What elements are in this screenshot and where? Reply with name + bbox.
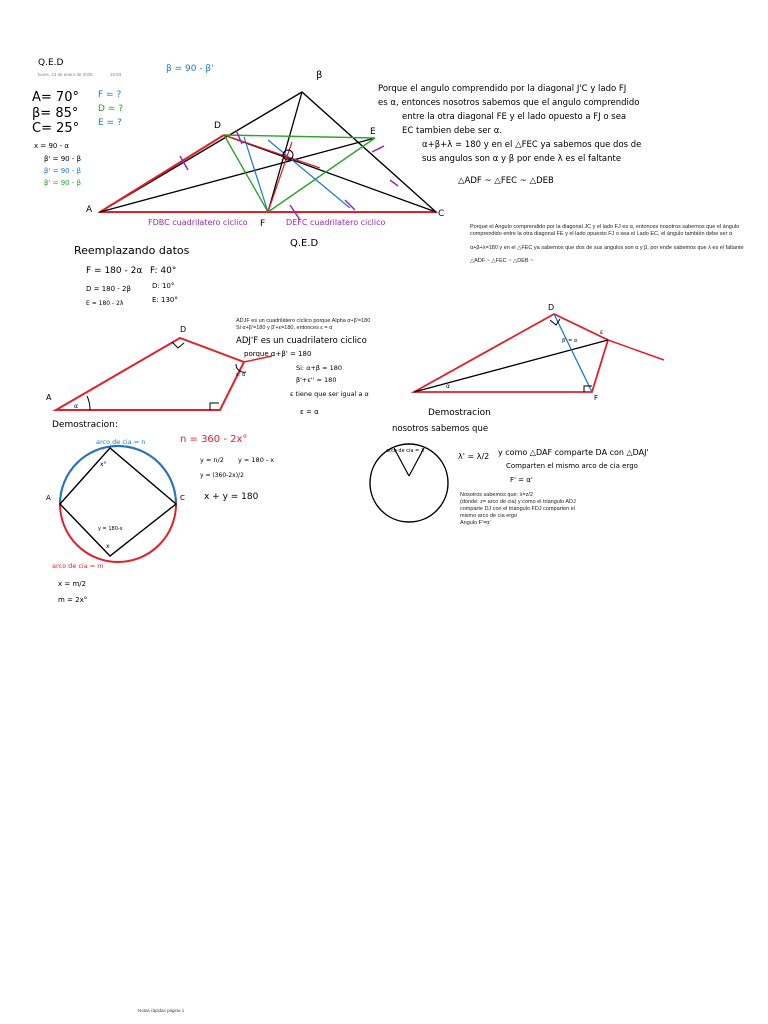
relation-2: β' = 90 - β: [44, 155, 82, 163]
relation-4: β' = 90 - β: [44, 179, 82, 187]
typed-bottom-l4: mismo arco de cia ergo: [460, 513, 518, 519]
quad-figure-2: A D α ε: α: [46, 325, 273, 411]
page-time: 10:53: [110, 72, 122, 77]
mid-hand-l4: β'+ε'' = 180: [296, 376, 337, 384]
hand-line-3: entre la otra diagonal FE y el lado opue…: [402, 112, 627, 122]
reemplazo-f1: F = 180 - 2α: [86, 266, 143, 276]
hand-line-2: es α, entonces nosotros sabemos que el a…: [378, 98, 640, 108]
arc-n-label: arco de cia = n: [96, 438, 146, 446]
fig3-angle-e: ε: [600, 329, 603, 336]
y-eq-1: y = n/2: [200, 456, 224, 464]
typed-right-p1: Porque el Angulo comprendido por la diag…: [470, 224, 740, 237]
relation-3: β' = 90 - β: [44, 167, 82, 175]
hand-line-1: Porque el angulo comprendido por la diag…: [378, 84, 627, 94]
hand-line-7: △ADF ~ △FEC ~ △DEB: [458, 176, 554, 186]
fig1-label-a: A: [86, 205, 93, 215]
y-eq-2: y = 180 - x: [238, 456, 275, 464]
reemplazo-d2: D: 10°: [152, 282, 175, 290]
typed-bottom-l2: (donde: z= arco de cia) y como el triáng…: [460, 499, 576, 505]
hand-line-4: EC tambien debe ser α.: [402, 126, 503, 136]
sum-eq: x + y = 180: [204, 492, 259, 502]
fig1-label-b: β: [316, 70, 322, 81]
circ1-label-top: x°: [100, 461, 107, 468]
typed-bottom-block: Nosotros sabemos que: λ=z/2 (donde: z= a…: [460, 492, 640, 527]
page-title: Q.E.D: [38, 58, 64, 68]
page-footer: Notas rápidas página 1: [138, 1008, 185, 1013]
arc-m-label: arco de cia = m: [52, 562, 104, 570]
demo1-title: Demostracion:: [52, 420, 118, 430]
fig1-label-d: D: [214, 121, 221, 131]
fig2-angle-a: α: [74, 403, 78, 410]
typed-right-block: Porque el Angulo comprendido por la diag…: [470, 224, 768, 265]
qed-label: Q.E.D: [290, 238, 319, 249]
fig2-label-a: A: [46, 393, 52, 402]
fig2-label-d: D: [180, 325, 186, 334]
beta-relation: β = 90 - β': [166, 64, 214, 74]
n-equation: n = 360 - 2x°: [180, 434, 248, 445]
quad-figure-3: D F α β' = α ε: [410, 303, 665, 402]
e-question: E = ?: [98, 118, 122, 128]
mid-typed-block: ADJF es un cuadrilátero cíclico porque A…: [236, 318, 436, 332]
demo2-sub: nosotros sabemos que: [392, 424, 489, 434]
fig2-angle-e: ε: α: [236, 372, 246, 378]
x-eq: x = m/2: [58, 580, 87, 588]
circ1-label-y: y = 180-x: [98, 526, 123, 532]
fig3-angle-b: β' = α: [562, 338, 578, 344]
fig1-label-f: F: [260, 219, 265, 229]
reemplazo-f2: F: 40°: [150, 266, 177, 276]
circ1-label-a: A: [46, 494, 51, 502]
mid-hand-l5: ε tiene que ser igual a α: [290, 390, 369, 398]
hand-right-block: Porque el angulo comprendido por la diag…: [378, 82, 768, 188]
fig1-label-e: E: [370, 127, 376, 137]
fig3-label-d: D: [548, 303, 554, 312]
relation-1: x = 90 - α: [34, 142, 69, 150]
circle-figure-2: [369, 443, 449, 523]
hand-line-5: α+β+λ = 180 y en el △FEC ya sabemos que …: [422, 140, 642, 150]
m-eq: m = 2x°: [58, 596, 88, 604]
reemplazo-title: Reemplazando datos: [74, 244, 190, 257]
mid-hand-l6: ε = α: [300, 408, 319, 416]
arc-lambda: arco de cia = λ: [386, 448, 424, 454]
typed-bottom-l3: comparte DJ con el triángulo FDJ compart…: [460, 506, 575, 512]
f-question: F = ?: [98, 90, 122, 100]
fig1-label-c: C: [438, 209, 444, 219]
daf-text: y como △DAF comparte DA con △DAJ': [498, 448, 649, 457]
mid-hand-l2: porque α+β' = 180: [244, 350, 312, 358]
given-gamma: C= 25°: [32, 121, 80, 136]
demo2-title: Demostracion: [428, 408, 491, 418]
fdbc-label: FDBC cuadrilatero ciclico: [148, 218, 248, 227]
mid-hand-l1: ADJ'F es un cuadrilatero ciclico: [236, 336, 367, 346]
circle-figure-1: A C x° y = 180-x x: [46, 445, 185, 563]
daf-text-2: Comparten el mismo arco de cia ergo: [506, 462, 638, 470]
fig3-angle-a: α: [446, 383, 450, 390]
fig3-label-f: F: [594, 394, 598, 402]
lambda-eq: λ' = λ/2: [458, 452, 490, 461]
f-prime: F' = α': [510, 476, 533, 484]
reemplazo-e1: E = 180 - 2λ: [86, 300, 124, 307]
given-beta: β= 85°: [32, 106, 79, 121]
circ1-label-c: C: [180, 494, 185, 502]
y-eq-3: y = (360-2x)/2: [200, 472, 244, 479]
page-date: lunes, 13 de enero de 2025: [38, 72, 93, 77]
mid-typed-l2: Si α+β'=180 y β'+ε=180, entonces ε = α: [236, 325, 333, 331]
mid-typed-l1: ADJF es un cuadrilátero cíclico porque A…: [236, 318, 371, 324]
typed-right-p2: α+β+λ=180 y en el △FEC ya sabemos que do…: [470, 245, 744, 251]
main-triangle-figure: A β C D E F: [86, 70, 444, 229]
typed-bottom-l1: Nosotros sabemos que: λ=z/2: [460, 492, 533, 498]
typed-bottom-l5: Angulo F'=α': [460, 520, 491, 526]
typed-right-p3: △ADF ~ △FEC ~ △DEB ~: [470, 258, 534, 264]
defc-label: DEFC cuadrilatero ciclico: [286, 218, 386, 227]
circ1-label-x: x: [106, 543, 110, 550]
reemplazo-d1: D = 180 - 2β: [86, 285, 131, 293]
d-question: D = ?: [98, 104, 123, 114]
hand-line-6: sus angulos son α y β por ende λ es el f…: [422, 154, 622, 164]
mid-hand-l3: Si: α+β = 180: [296, 364, 343, 372]
reemplazo-e2: E: 130°: [152, 296, 178, 304]
given-alpha: A= 70°: [32, 90, 79, 105]
